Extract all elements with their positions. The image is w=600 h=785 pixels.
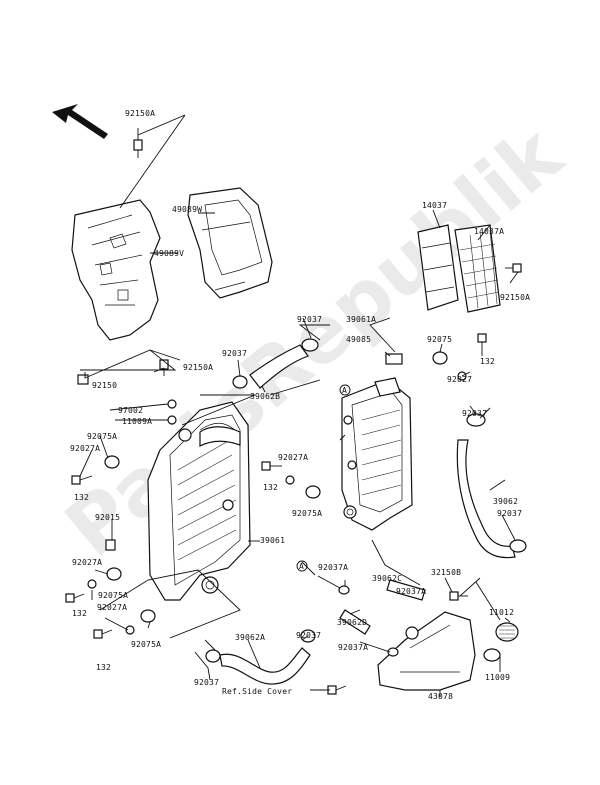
gasket-11009[interactable] [483,648,501,662]
left-shroud[interactable] [71,199,161,341]
washer-icon[interactable] [167,415,177,425]
clamp-icon[interactable] [338,585,350,595]
bolt-icon[interactable] [327,685,347,695]
marker-a-label: A [299,562,304,571]
marker-a-label: A [342,386,347,395]
part-number-label: 92037 [297,315,322,324]
grommet-icon[interactable] [140,609,156,623]
washer-icon[interactable] [125,625,135,635]
bolt-icon[interactable] [93,629,113,639]
part-number-label: 92037 [296,631,321,640]
clamp-icon[interactable] [205,649,221,663]
part-number-label: 11009A [122,417,152,426]
bolt-icon[interactable] [71,475,93,485]
part-number-label: 92075A [98,591,128,600]
bolt-icon[interactable] [261,461,282,471]
bolt-icon[interactable] [133,139,143,158]
part-number-label: 92037 [222,349,247,358]
clamp-icon[interactable] [232,375,248,389]
part-number-label: 92037 [497,509,522,518]
part-labels: 92150A 49089W 49089V 14037 14037A 92150A… [70,109,530,701]
right-radiator[interactable] [341,377,413,531]
part-number-label: 92075A [292,509,322,518]
radiator-guard[interactable] [417,224,501,313]
washer-icon[interactable] [167,399,177,409]
leader-lines [79,114,519,697]
part-number-label: 92037 [194,678,219,687]
part-number-label: 39062C [372,574,402,583]
part-number-label: 92027A [72,558,102,567]
part-number-label: 92037 [462,409,487,418]
part-number-label: 49089W [172,205,202,214]
part-number-label: 132 [72,609,87,618]
part-number-label: 14037 [422,201,447,210]
hose-39062[interactable] [456,439,516,559]
part-number-label: 92015 [95,513,120,522]
part-number-label: 39061A [346,315,376,324]
pipe-39062D[interactable] [339,609,371,635]
part-number-label: 92037A [396,587,426,596]
reference-marker-a: A [296,560,308,572]
part-number-label: 43078 [428,692,453,701]
part-number-label: 92075 [427,335,452,344]
part-number-label: 11009 [485,673,510,682]
washer-icon[interactable] [87,579,97,589]
part-number-label: 92075A [131,640,161,649]
bolt-icon[interactable] [477,333,487,350]
part-number-label: 14037A [474,227,504,236]
hose-39062B[interactable] [249,344,309,389]
grommet-icon[interactable] [385,353,403,365]
grommet-icon[interactable] [106,567,122,581]
bolt-icon[interactable] [65,593,85,603]
part-number-label: 92150A [125,109,155,118]
part-number-label: 32150B [431,568,461,577]
part-number-label: 92027 [447,375,472,384]
part-number-label: 39061 [260,536,285,545]
reference-label: Ref.Side Cover [222,687,292,696]
bolt-icon[interactable] [505,263,522,273]
front-direction-arrow [52,104,108,139]
part-number-label: 132 [74,493,89,502]
part-number-label: 39062A [235,633,265,642]
left-radiator[interactable] [147,401,251,601]
reference-marker-a: A [339,384,351,396]
washer-icon[interactable] [285,475,295,485]
part-number-label: 92150A [183,363,213,372]
part-number-label: 92027A [70,444,100,453]
radiator-cap[interactable] [495,622,519,642]
right-shroud[interactable] [187,187,273,299]
clamp-icon[interactable] [509,539,527,553]
part-number-label: 49089V [154,249,184,258]
part-number-label: 92037A [338,643,368,652]
clamp-icon[interactable] [105,539,116,551]
part-number-label: 39062B [250,392,280,401]
part-number-label: 92075A [87,432,117,441]
part-number-label: 132 [480,357,495,366]
clamp-icon[interactable] [301,338,319,352]
part-number-label: 92037A [318,563,348,572]
part-number-label: 132 [263,483,278,492]
part-number-label: 92027A [278,453,308,462]
part-number-label: 132 [96,663,111,672]
part-number-label: 11012 [489,608,514,617]
bolt-icon[interactable] [77,374,89,385]
grommet-icon[interactable] [104,455,120,469]
reservoir-tank[interactable] [377,611,476,691]
part-number-label: 92027A [97,603,127,612]
pipe-39062C[interactable] [386,579,426,601]
part-number-label: 39062D [337,618,367,627]
part-number-label: 49085 [346,335,371,344]
grommet-icon[interactable] [305,485,321,499]
clamp-icon[interactable] [387,647,399,657]
part-number-label: 92150 [92,381,117,390]
hose-39062A[interactable] [219,647,311,685]
grommet-icon[interactable] [432,351,448,365]
part-number-label: 92150A [500,293,530,302]
bolt-icon[interactable] [449,591,468,601]
part-number-label: 39062 [493,497,518,506]
part-number-label: 97002 [118,406,143,415]
